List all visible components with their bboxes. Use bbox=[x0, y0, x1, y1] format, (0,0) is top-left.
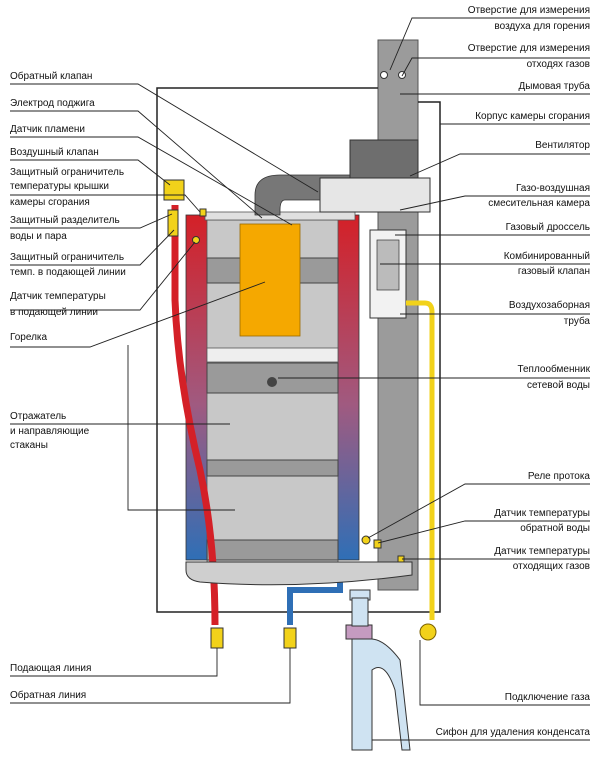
label-separator-1: Защитный разделитель bbox=[10, 215, 120, 226]
label-casing: Корпус камеры сгорания bbox=[475, 111, 590, 122]
label-flue-port-1: Отверстие для измерения bbox=[467, 43, 590, 54]
burner bbox=[239, 223, 301, 337]
label-supply-limiter-2: темп. в подающей линии bbox=[10, 267, 126, 278]
label-supply-sensor-2: в подающей линии bbox=[10, 307, 98, 318]
label-reflector-3: стаканы bbox=[10, 440, 48, 451]
label-ignition-electrode: Электрод поджига bbox=[10, 98, 95, 109]
label-flue-sensor-1: Датчик температуры bbox=[494, 546, 590, 557]
label-mixing-2: смесительная камера bbox=[488, 198, 590, 209]
label-flue-port-2: отходях газов bbox=[526, 59, 590, 70]
fan bbox=[349, 139, 419, 181]
label-gas-valve-1: Комбинированный bbox=[503, 251, 590, 262]
label-separator-2: воды и пара bbox=[10, 231, 67, 242]
label-reflector-1: Отражатель bbox=[10, 411, 67, 422]
label-supply-sensor-1: Датчик температуры bbox=[10, 291, 106, 302]
combustion-chamber-casing bbox=[156, 87, 441, 613]
label-chamber-limiter-3: камеры сгорания bbox=[10, 197, 90, 208]
condensate-siphon bbox=[351, 638, 411, 751]
water-steam-separator bbox=[167, 209, 179, 237]
label-flue-sensor-2: отходящих газов bbox=[512, 561, 590, 572]
mixing-chamber bbox=[319, 177, 431, 213]
label-heat-exchanger-2: сетевой воды bbox=[527, 380, 590, 391]
siphon-fitting bbox=[345, 624, 373, 640]
label-chamber-limiter-2: температуры крышки bbox=[10, 181, 109, 192]
leader-lines bbox=[10, 17, 590, 741]
label-reflector-2: и направляющие bbox=[10, 426, 90, 437]
gas-pipe bbox=[406, 300, 435, 620]
label-mixing-1: Газо-воздушная bbox=[515, 183, 590, 194]
label-air-intake-2: труба bbox=[563, 316, 590, 327]
label-gas-valve-2: газовый клапан bbox=[517, 266, 590, 277]
label-return-sensor-1: Датчик температуры bbox=[494, 508, 590, 519]
label-burner: Горелка bbox=[10, 332, 48, 343]
label-gas-throttle: Газовый дроссель bbox=[505, 222, 590, 233]
label-gas-connection: Подключение газа bbox=[504, 692, 590, 703]
label-air-vent: Воздушный клапан bbox=[10, 147, 99, 158]
label-return-line: Обратная линия bbox=[10, 690, 87, 701]
reflector-plate bbox=[206, 347, 339, 363]
flue-measure-port bbox=[398, 71, 406, 79]
label-return-sensor-2: обратной воды bbox=[520, 523, 590, 534]
label-flame-sensor: Датчик пламени bbox=[10, 124, 85, 135]
label-air-port-1: Отверстие для измерения bbox=[467, 5, 590, 16]
label-condensate-siphon: Сифон для удаления конденсата bbox=[435, 727, 590, 738]
heat-exchanger-right bbox=[336, 214, 360, 561]
label-supply-line: Подающая линия bbox=[10, 663, 92, 674]
label-flow-switch: Реле протока bbox=[527, 471, 590, 482]
air-measure-port bbox=[380, 71, 388, 79]
label-fan: Вентилятор bbox=[535, 140, 590, 151]
gas-connection bbox=[419, 623, 437, 641]
label-air-intake-1: Воздухозаборная bbox=[508, 300, 590, 311]
label-air-port-2: воздуха для горения bbox=[494, 21, 590, 32]
label-check-valve: Обратный клапан bbox=[10, 71, 93, 82]
label-supply-limiter-1: Защитный ограничитель bbox=[10, 252, 125, 263]
condensate-tray bbox=[185, 561, 413, 586]
label-flue-pipe: Дымовая труба bbox=[518, 81, 590, 92]
label-chamber-limiter-1: Защитный ограничитель bbox=[10, 167, 125, 178]
label-heat-exchanger-1: Теплообменник bbox=[517, 364, 590, 375]
